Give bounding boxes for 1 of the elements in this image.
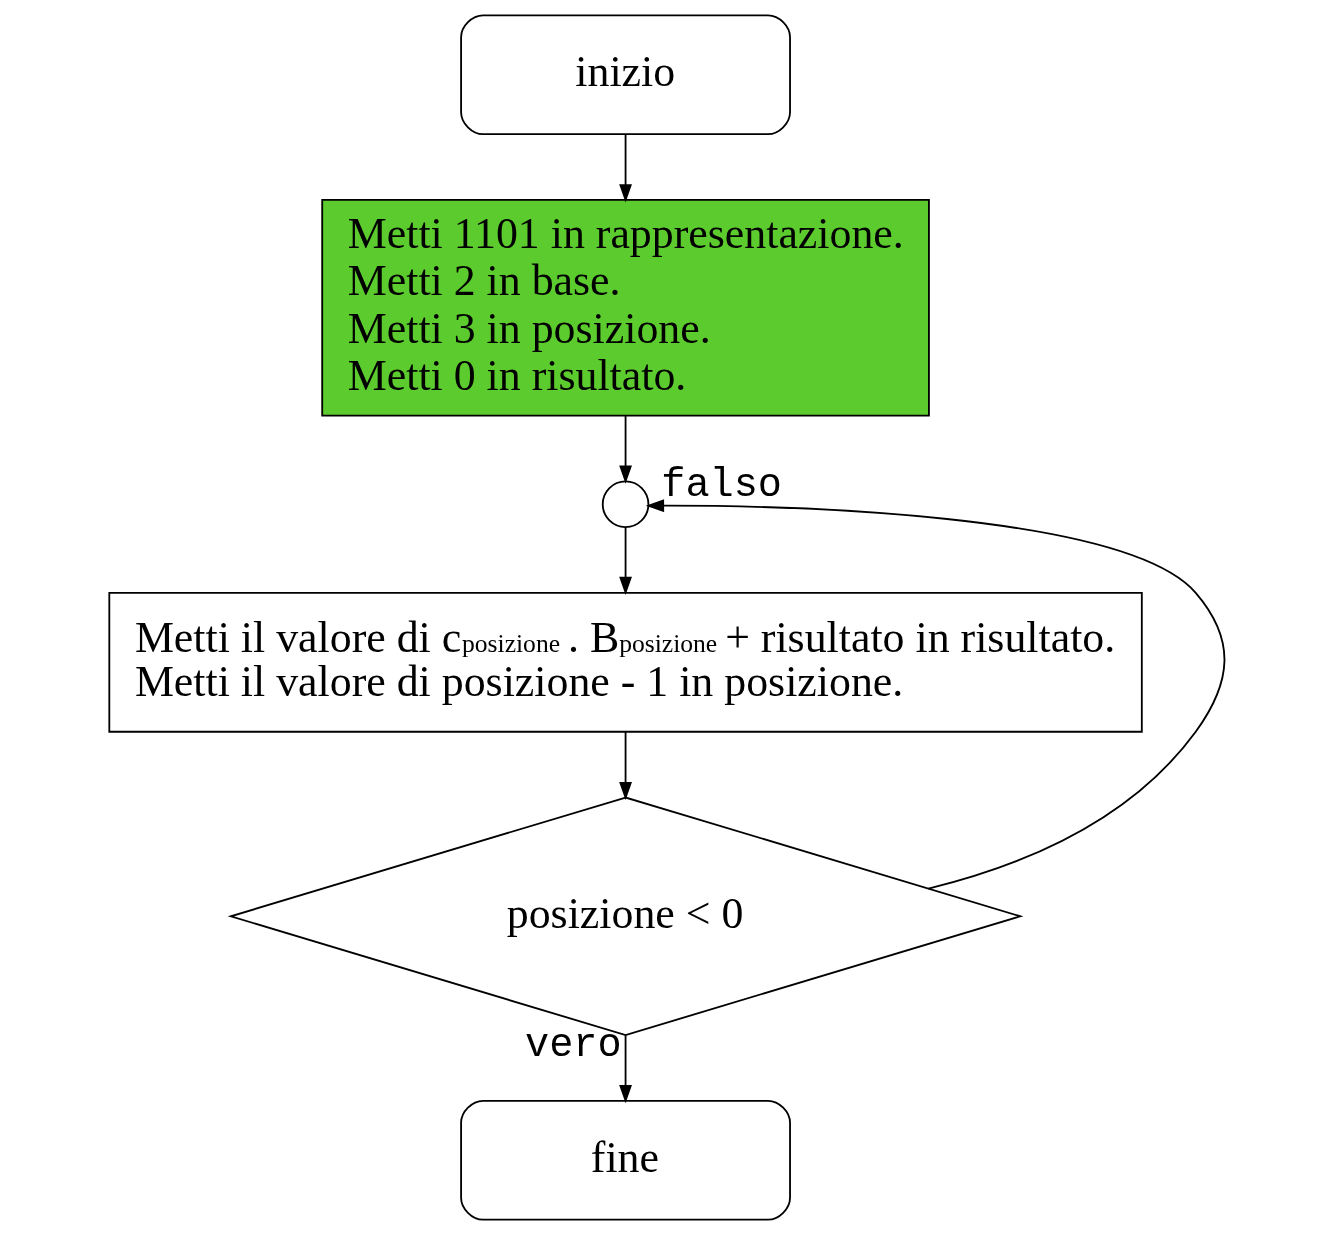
edge-label: falso <box>661 463 782 509</box>
